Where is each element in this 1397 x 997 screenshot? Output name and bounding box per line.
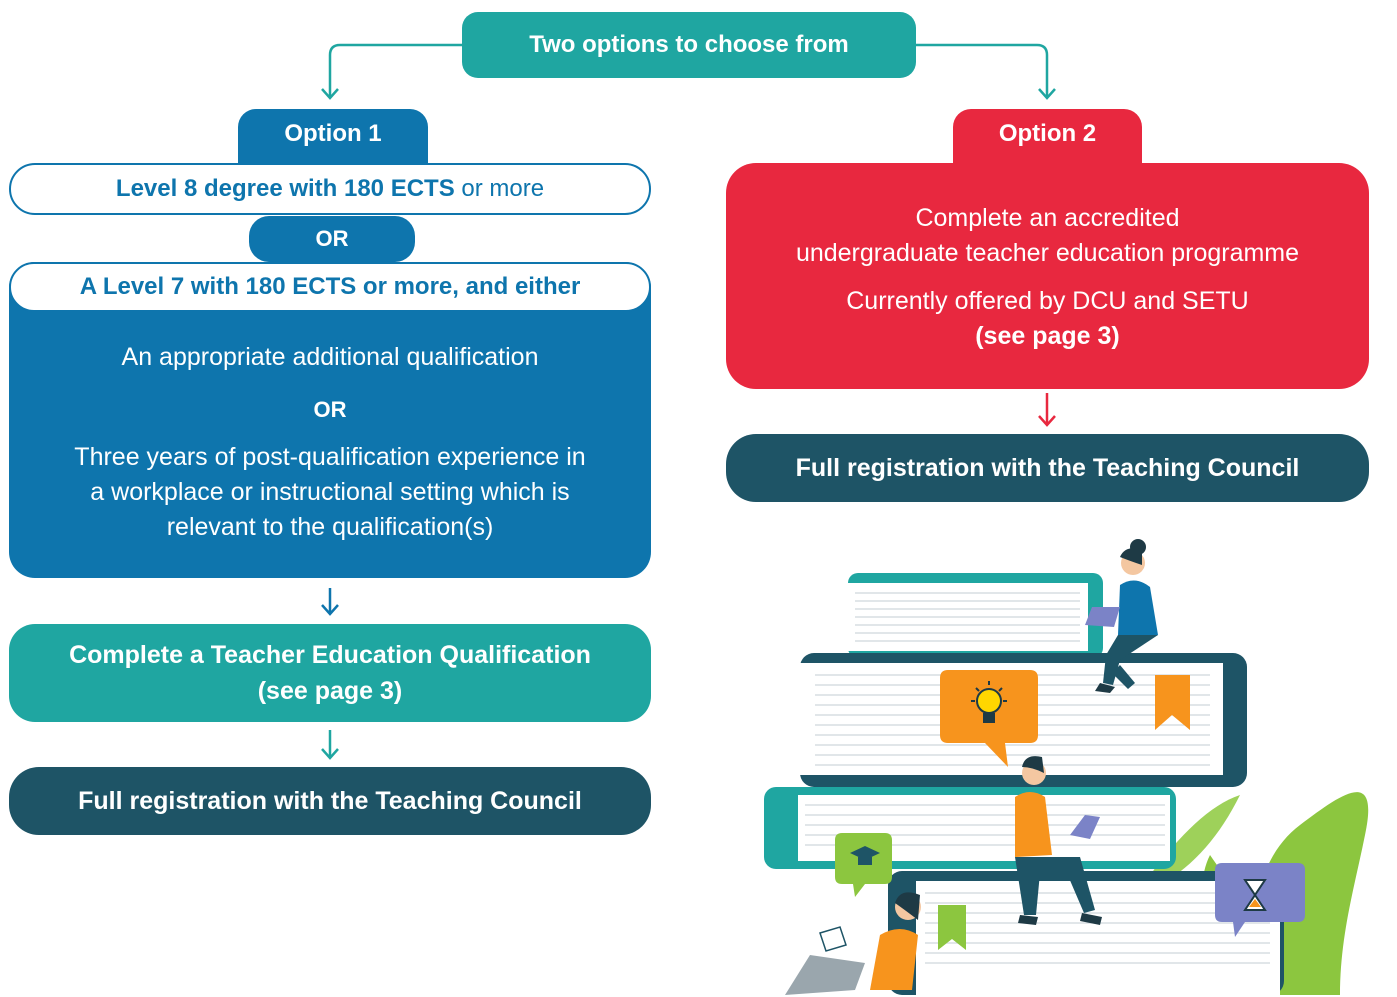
laptop-middle-icon [1070, 815, 1100, 839]
teacher-education-text: Complete a Teacher Education Qualificati… [69, 641, 591, 669]
arrow-head-option2 [1038, 88, 1056, 100]
option2-line1: Complete an accredited [915, 204, 1180, 232]
arrow-head-option1 [321, 88, 339, 100]
laptop-icon [1085, 607, 1120, 627]
level8-pill: Level 8 degree with 180 ECTS or more [9, 163, 651, 215]
registration-text-option2: Full registration with the Teaching Coun… [795, 453, 1300, 482]
student-middle-figure [1015, 756, 1102, 925]
level8-rest: or more [454, 175, 545, 202]
option2-tab-label: Option 2 [998, 120, 1097, 147]
arrow-head-1 [321, 604, 339, 616]
registration-box-option1: Full registration with the Teaching Coun… [9, 767, 651, 835]
option2-line2: undergraduate teacher education programm… [795, 239, 1300, 267]
option1-tab-label: Option 1 [284, 120, 382, 147]
option2-tab: Option 2 [953, 109, 1142, 165]
phone-icon [819, 926, 847, 952]
level7-part2: , and either [452, 273, 581, 300]
experience-line-1: Three years of post-qualification experi… [74, 443, 586, 471]
or-pill: OR [249, 216, 415, 262]
book-bottom-pages [925, 892, 1270, 964]
books-students-illustration [764, 539, 1369, 995]
level8-strong: Level 8 degree with 180 ECTS [115, 175, 455, 202]
options-header: Two options to choose from [462, 12, 916, 78]
registration-box-option2: Full registration with the Teaching Coun… [726, 434, 1369, 502]
experience-line-2: a workplace or instructional setting whi… [90, 478, 570, 506]
arrow-head-2 [321, 748, 339, 760]
branch-line-right [916, 43, 1049, 96]
arrow-head-3 [1038, 415, 1056, 427]
or-label: OR [315, 226, 349, 251]
option2-see-page: (see page 3) [975, 322, 1120, 350]
bookmark-orange-icon [1155, 675, 1190, 730]
book-top-pages [855, 592, 1080, 642]
teacher-education-box: Complete a Teacher Education Qualificati… [9, 624, 651, 722]
graduation-cap-icon [850, 846, 880, 865]
branch-line-left [328, 43, 462, 96]
student-bottom-figure [785, 892, 921, 995]
or-label-2: OR [313, 397, 347, 422]
hourglass-icon [1243, 879, 1267, 911]
additional-qualification-text: An appropriate additional qualification [121, 343, 539, 371]
option2-line3: Currently offered by DCU and SETU [846, 287, 1249, 315]
options-header-title: Two options to choose from [529, 31, 849, 58]
option1-tab: Option 1 [238, 109, 428, 165]
teacher-education-see-page: (see page 3) [257, 677, 403, 705]
student-top-figure [1085, 539, 1158, 693]
option2-box: Complete an accredited undergraduate tea… [726, 163, 1369, 389]
hourglass-bubble [1215, 863, 1305, 937]
level7-pill: A Level 7 with 180 ECTS or more, and eit… [9, 262, 651, 312]
registration-text-option1: Full registration with the Teaching Coun… [78, 786, 582, 815]
bookmark-green-icon [938, 905, 966, 950]
experience-line-3: relevant to the qualification(s) [166, 513, 494, 541]
option1-box [9, 262, 651, 578]
lightbulb-icon [971, 681, 1007, 723]
level7-part1: A Level 7 with 180 ECTS or more [79, 273, 453, 300]
